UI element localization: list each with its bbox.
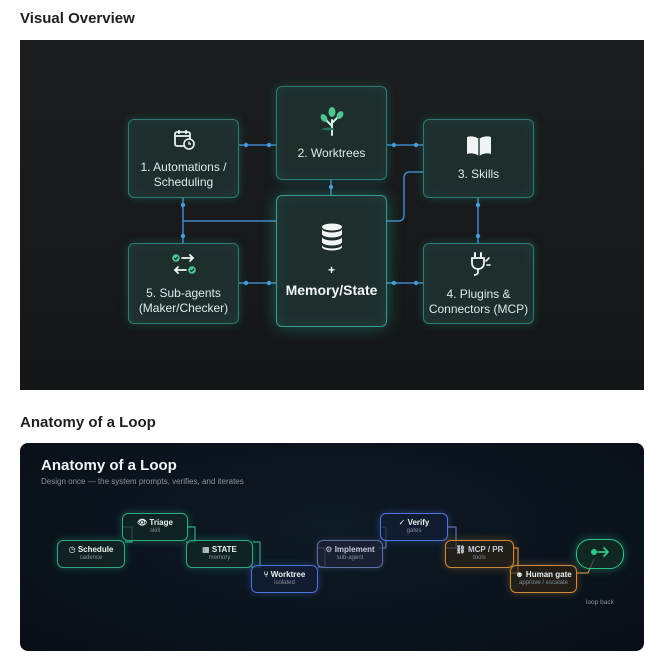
loop-back-label: loop back bbox=[586, 599, 614, 606]
step-subtitle: sub-agent bbox=[336, 555, 364, 562]
node-label: 1. Automations / Scheduling bbox=[140, 159, 227, 189]
section-title-anatomy-of-a-loop: Anatomy of a Loop bbox=[20, 414, 156, 431]
center-plus: + bbox=[327, 263, 335, 277]
node-label: 5. Sub-agents (Maker/Checker) bbox=[138, 285, 229, 315]
loop-step-worktree: ⑂ Worktree isolated bbox=[251, 565, 318, 593]
node-worktrees: 2. Worktrees bbox=[276, 86, 387, 180]
node-automations-scheduling: 1. Automations / Scheduling bbox=[128, 119, 239, 198]
book-icon bbox=[466, 135, 492, 161]
step-title: ⛓ MCP / PR bbox=[455, 544, 504, 554]
loop-step-state: ▦ STATE memory bbox=[186, 540, 253, 568]
loop-end-node bbox=[576, 539, 624, 569]
step-subtitle: skill bbox=[150, 528, 160, 535]
loop-step-mcp-pr: ⛓ MCP / PR tools bbox=[445, 540, 514, 568]
swap-check-icon bbox=[171, 252, 197, 280]
database-icon bbox=[321, 223, 343, 256]
step-subtitle: cadence bbox=[79, 555, 103, 562]
step-title: 👁 Triage bbox=[137, 517, 173, 527]
overview-diagram: 1. Automations / Scheduling 2. Worktrees… bbox=[20, 40, 644, 390]
step-title: ✓ Verify bbox=[398, 517, 430, 527]
loop-step-human-gate: ☻ Human gate approve / escalate bbox=[510, 565, 577, 593]
loop-step-verify: ✓ Verify gates bbox=[380, 513, 448, 541]
node-label: 4. Plugins & Connectors (MCP) bbox=[428, 286, 529, 316]
step-title: ☻ Human gate bbox=[515, 569, 572, 579]
loop-subtitle: Design once — the system prompts, verifi… bbox=[41, 477, 244, 486]
node-skills: 3. Skills bbox=[423, 119, 534, 198]
node-sub-agents: 5. Sub-agents (Maker/Checker) bbox=[128, 243, 239, 324]
tree-icon bbox=[319, 106, 345, 140]
arrow-right-icon bbox=[589, 545, 611, 563]
step-subtitle: approve / escalate bbox=[518, 580, 569, 587]
loop-step-implement: ⚙ Implement sub-agent bbox=[317, 540, 383, 568]
wire-center-skills bbox=[387, 171, 423, 222]
loop-step-triage: 👁 Triage skill bbox=[122, 513, 188, 541]
node-label: 2. Worktrees bbox=[297, 145, 366, 160]
step-subtitle: memory bbox=[208, 555, 231, 562]
center-label: Memory/State bbox=[285, 282, 378, 298]
step-subtitle: tools bbox=[473, 555, 486, 562]
step-title: ▦ STATE bbox=[202, 544, 237, 554]
overview-connectors bbox=[180, 142, 481, 286]
plug-icon bbox=[467, 251, 491, 281]
calendar-clock-icon bbox=[173, 128, 195, 154]
node-memory-state: + Memory/State bbox=[276, 195, 387, 327]
node-plugins-connectors: 4. Plugins & Connectors (MCP) bbox=[423, 243, 534, 324]
step-subtitle: gates bbox=[406, 528, 422, 535]
step-title: ⚙ Implement bbox=[325, 544, 375, 554]
loop-diagram: Anatomy of a Loop Design once — the syst… bbox=[20, 443, 644, 651]
loop-title: Anatomy of a Loop bbox=[41, 457, 177, 474]
step-subtitle: isolated bbox=[274, 580, 295, 587]
step-title: ⑂ Worktree bbox=[263, 569, 306, 579]
section-title-visual-overview: Visual Overview bbox=[20, 10, 135, 27]
loop-step-schedule: ◷ Schedule cadence bbox=[57, 540, 125, 568]
step-title: ◷ Schedule bbox=[68, 544, 114, 554]
node-label: 3. Skills bbox=[457, 167, 500, 181]
